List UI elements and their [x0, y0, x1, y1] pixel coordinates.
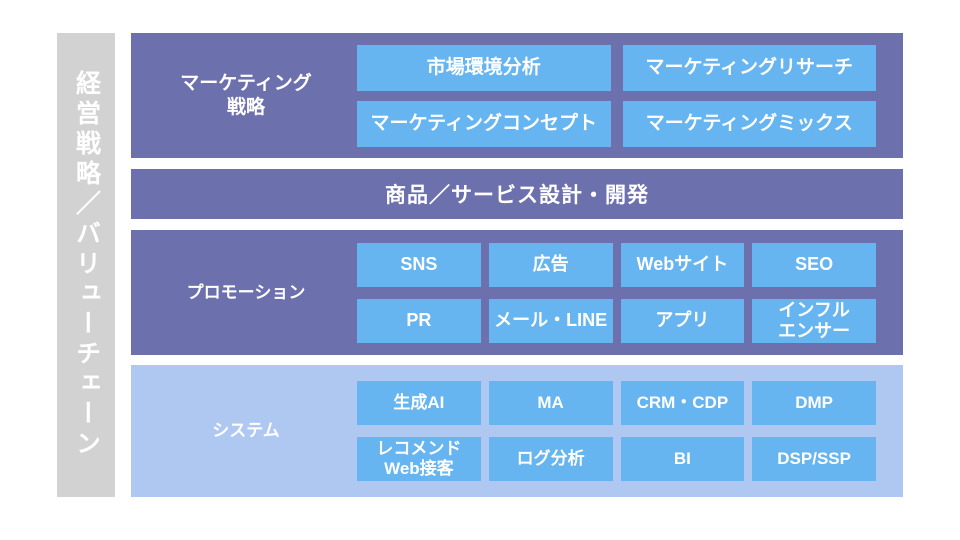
- cell-market-environment-analysis[interactable]: 市場環境分析: [357, 44, 611, 91]
- cell-group-marketing-strategy: 市場環境分析 マーケティングリサーチ マーケティングコンセプト マーケティングミ…: [357, 44, 903, 147]
- value-chain-label: 経営戦略／バリューチェーン: [72, 70, 101, 460]
- cell-group-promotion: SNS 広告 Webサイト SEO PR メール・LINE アプリ インフル エ…: [357, 242, 903, 343]
- cell-ma[interactable]: MA: [488, 381, 613, 425]
- cell-seo[interactable]: SEO: [752, 242, 876, 287]
- row-label-promotion: プロモーション: [186, 282, 306, 302]
- cell-marketing-research[interactable]: マーケティングリサーチ: [622, 44, 876, 91]
- cell-crm-cdp[interactable]: CRM・CDP: [620, 381, 745, 425]
- row-marketing-strategy: マーケティング 戦略 市場環境分析 マーケティングリサーチ マーケティングコンセ…: [131, 33, 903, 158]
- cell-influencer[interactable]: インフル エンサー: [752, 298, 876, 343]
- cell-log-analysis[interactable]: ログ分析: [488, 437, 613, 481]
- cell-dsp-ssp[interactable]: DSP/SSP: [752, 437, 876, 481]
- cell-website[interactable]: Webサイト: [620, 242, 745, 287]
- row-label-marketing-strategy: マーケティング 戦略: [180, 72, 312, 118]
- row-product-service: 商品／サービス設計・開発: [131, 169, 903, 219]
- row-label-system: システム: [212, 421, 280, 441]
- cell-recommend-web-contact[interactable]: レコメンド Web接客: [357, 437, 481, 481]
- cell-sns[interactable]: SNS: [357, 242, 481, 287]
- cell-generative-ai[interactable]: 生成AI: [357, 381, 481, 425]
- banner-product-service-design: 商品／サービス設計・開発: [385, 184, 649, 207]
- value-chain-band: 経営戦略／バリューチェーン: [57, 33, 115, 497]
- cell-dmp[interactable]: DMP: [752, 381, 876, 425]
- cell-mail-line[interactable]: メール・LINE: [488, 298, 613, 343]
- row-promotion: プロモーション SNS 広告 Webサイト SEO PR メール・LINE アプ…: [131, 230, 903, 355]
- cell-bi[interactable]: BI: [620, 437, 745, 481]
- cell-marketing-concept[interactable]: マーケティングコンセプト: [357, 100, 611, 147]
- cell-advertising[interactable]: 広告: [488, 242, 613, 287]
- cell-app[interactable]: アプリ: [620, 298, 745, 343]
- cell-marketing-mix[interactable]: マーケティングミックス: [622, 100, 876, 147]
- cell-group-system: 生成AI MA CRM・CDP DMP レコメンド Web接客 ログ分析 BI …: [357, 381, 903, 481]
- cell-pr[interactable]: PR: [357, 298, 481, 343]
- row-system: システム 生成AI MA CRM・CDP DMP レコメンド Web接客 ログ分…: [131, 365, 903, 497]
